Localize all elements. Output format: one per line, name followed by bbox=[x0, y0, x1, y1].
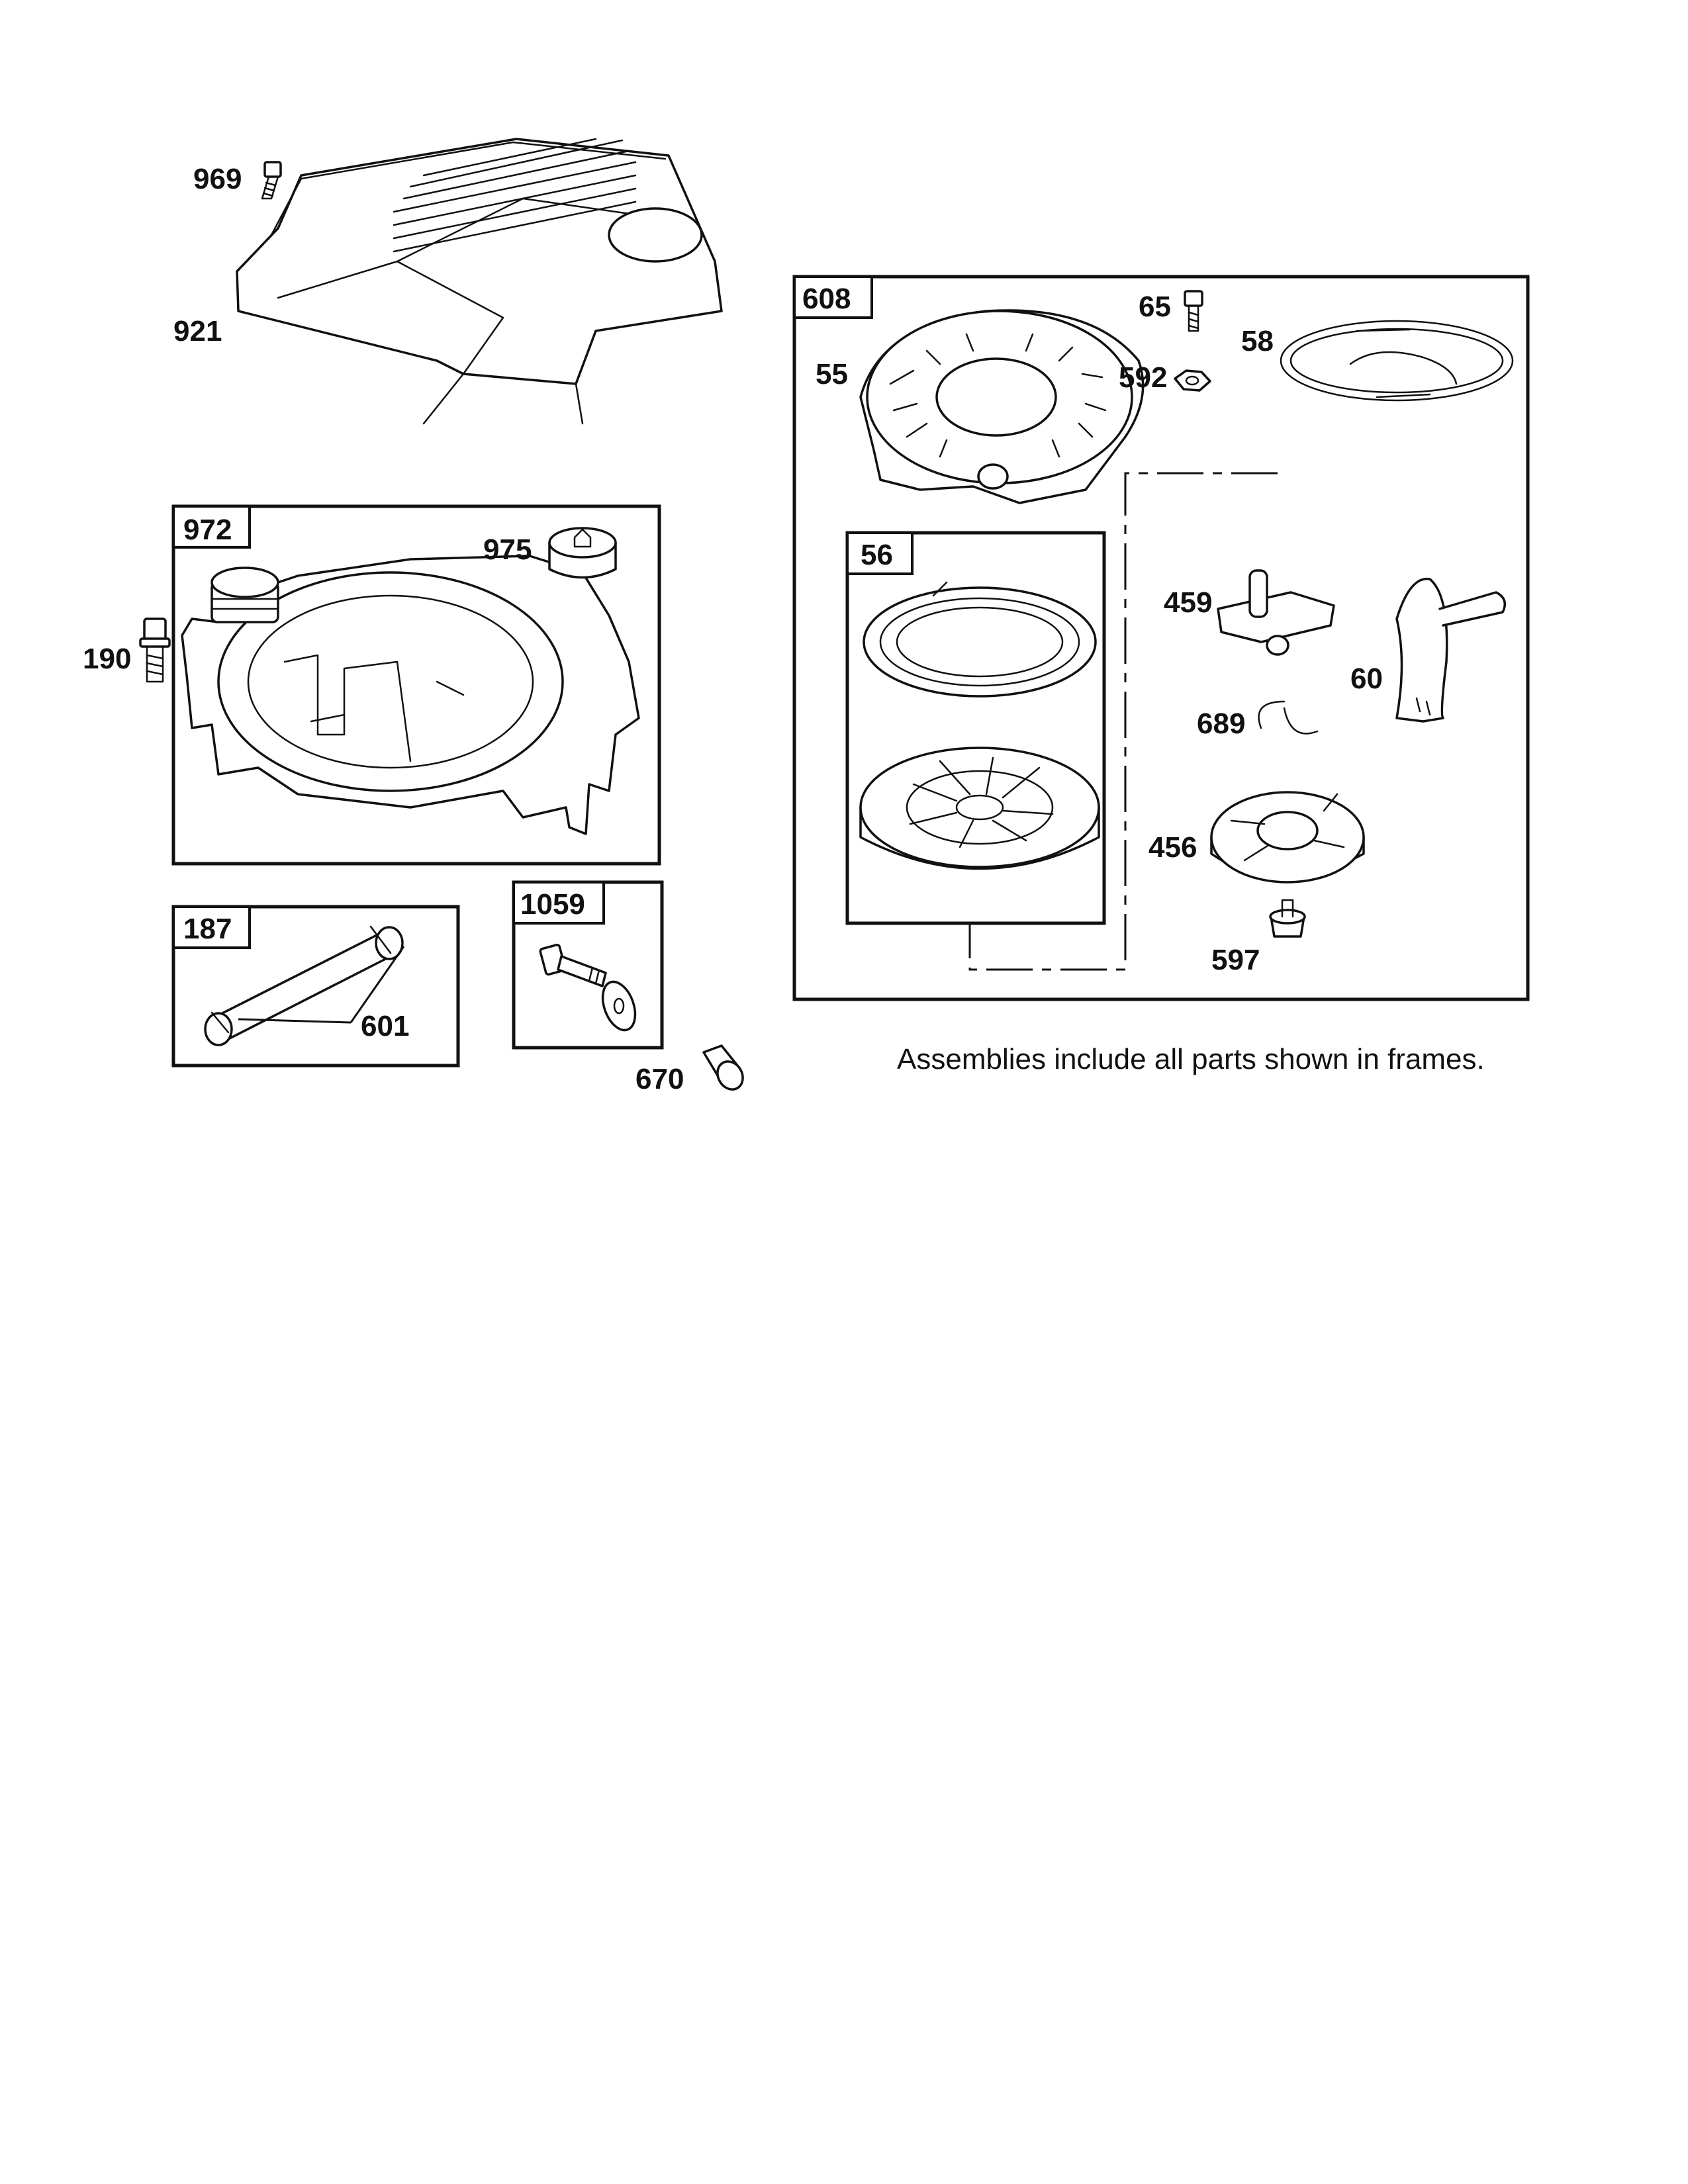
starter-housing-55 bbox=[859, 309, 1145, 504]
label-187: 187 bbox=[183, 913, 232, 945]
label-56: 56 bbox=[861, 539, 893, 571]
label-456: 456 bbox=[1149, 831, 1197, 864]
fuel-line-187 bbox=[204, 925, 404, 1046]
assembly-note: Assemblies include all parts shown in fr… bbox=[897, 1043, 1485, 1075]
pulley bbox=[859, 747, 1100, 870]
bolt-kit-1059 bbox=[539, 943, 637, 1032]
bolt-969 bbox=[261, 161, 282, 200]
screw-65 bbox=[1184, 290, 1203, 332]
label-597: 597 bbox=[1211, 944, 1260, 976]
label-190: 190 bbox=[83, 643, 131, 675]
label-1059: 1059 bbox=[520, 888, 585, 921]
label-459: 459 bbox=[1164, 586, 1212, 619]
nut-592 bbox=[1174, 369, 1211, 392]
starter-rope-58 bbox=[1280, 320, 1514, 402]
label-55: 55 bbox=[816, 358, 848, 390]
fuel-tank-972 bbox=[181, 555, 640, 835]
retaining-ring-689 bbox=[1258, 700, 1319, 735]
label-60: 60 bbox=[1350, 662, 1383, 695]
retainer-456 bbox=[1210, 791, 1365, 884]
frame-608 bbox=[792, 275, 1530, 1001]
label-972: 972 bbox=[183, 514, 232, 546]
screw-597 bbox=[1269, 899, 1306, 938]
label-969: 969 bbox=[193, 163, 242, 195]
leader-601 bbox=[238, 946, 405, 1024]
label-592: 592 bbox=[1119, 361, 1167, 394]
blower-housing-921 bbox=[236, 138, 723, 425]
label-689: 689 bbox=[1197, 707, 1245, 740]
label-670: 670 bbox=[635, 1063, 684, 1095]
label-601: 601 bbox=[361, 1010, 409, 1042]
label-921: 921 bbox=[173, 315, 222, 347]
bolt-190 bbox=[139, 617, 171, 683]
recoil-spring bbox=[863, 581, 1097, 698]
pawl-459 bbox=[1217, 569, 1335, 656]
fuel-cap-975 bbox=[548, 527, 617, 579]
label-608: 608 bbox=[802, 283, 851, 315]
frame-972 bbox=[171, 504, 661, 866]
spacer-670 bbox=[702, 1044, 744, 1091]
starter-handle-60 bbox=[1395, 577, 1507, 723]
blower-housing-vents bbox=[393, 138, 637, 253]
assembly-connector bbox=[968, 472, 1278, 971]
label-58: 58 bbox=[1241, 325, 1274, 357]
label-975: 975 bbox=[483, 533, 532, 566]
label-65: 65 bbox=[1139, 291, 1171, 323]
frame-56 bbox=[845, 531, 1106, 925]
frame-187 bbox=[171, 905, 460, 1068]
